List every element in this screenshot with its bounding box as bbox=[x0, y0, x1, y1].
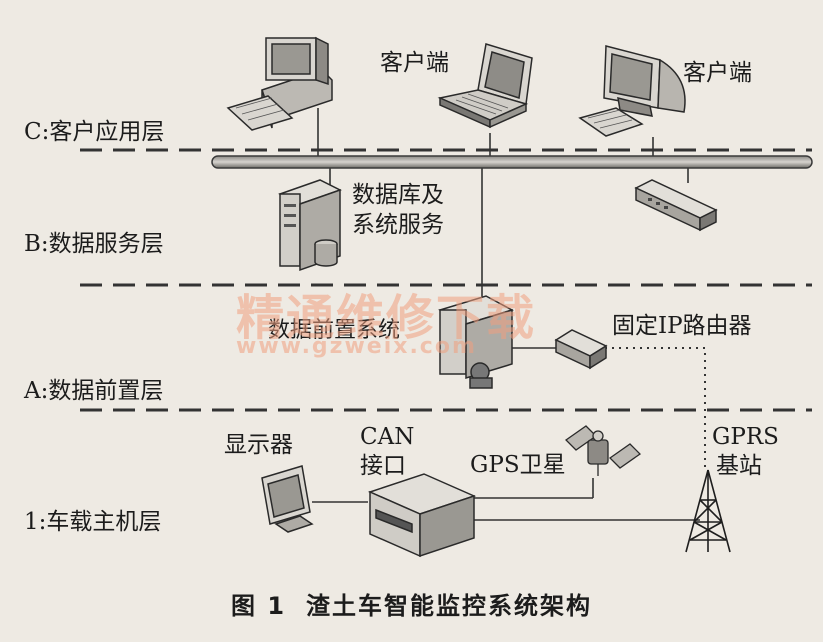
signal-tower-icon bbox=[685, 469, 731, 553]
network-bus bbox=[211, 155, 813, 169]
layer-label-b: B:数据服务层 bbox=[24, 231, 164, 257]
vehicle-host-icon bbox=[367, 473, 477, 558]
layer-label-vehicle: 1:车载主机层 bbox=[24, 509, 162, 535]
desktop-computer-icon bbox=[226, 36, 333, 131]
gprs-label-line1: GPRS bbox=[712, 424, 779, 450]
frontend-label: 数据前置系统 bbox=[268, 318, 401, 343]
gprs-label-line2: 基站 bbox=[716, 453, 762, 479]
layer-label-a: A:数据前置层 bbox=[24, 378, 164, 404]
server-icon bbox=[278, 179, 342, 272]
monitor-icon bbox=[261, 465, 314, 533]
can-label-line2: 接口 bbox=[360, 453, 406, 479]
figure-title: 渣土车智能监控系统架构 bbox=[306, 592, 593, 620]
network-switch-icon bbox=[634, 179, 718, 232]
database-label-line1: 数据库及 bbox=[352, 182, 444, 208]
figure-number: 图 1 bbox=[230, 592, 287, 620]
layer-label-c: C:客户应用层 bbox=[24, 119, 165, 145]
figure-caption: 图 1 渣土车智能监控系统架构 bbox=[0, 586, 823, 621]
database-label-line2: 系统服务 bbox=[352, 212, 444, 238]
client-label-1: 客户端 bbox=[380, 50, 449, 76]
laptop-icon bbox=[437, 43, 533, 129]
gps-label: GPS卫星 bbox=[470, 452, 566, 478]
frontend-server-icon bbox=[438, 295, 514, 389]
router-label: 固定IP路由器 bbox=[612, 313, 752, 339]
router-icon bbox=[554, 329, 608, 370]
crt-computer-icon bbox=[578, 45, 686, 137]
can-label-line1: CAN bbox=[360, 424, 415, 450]
satellite-icon bbox=[564, 425, 642, 476]
wireless-link bbox=[598, 347, 706, 470]
client-label-2: 客户端 bbox=[683, 60, 752, 86]
display-label: 显示器 bbox=[224, 432, 293, 458]
